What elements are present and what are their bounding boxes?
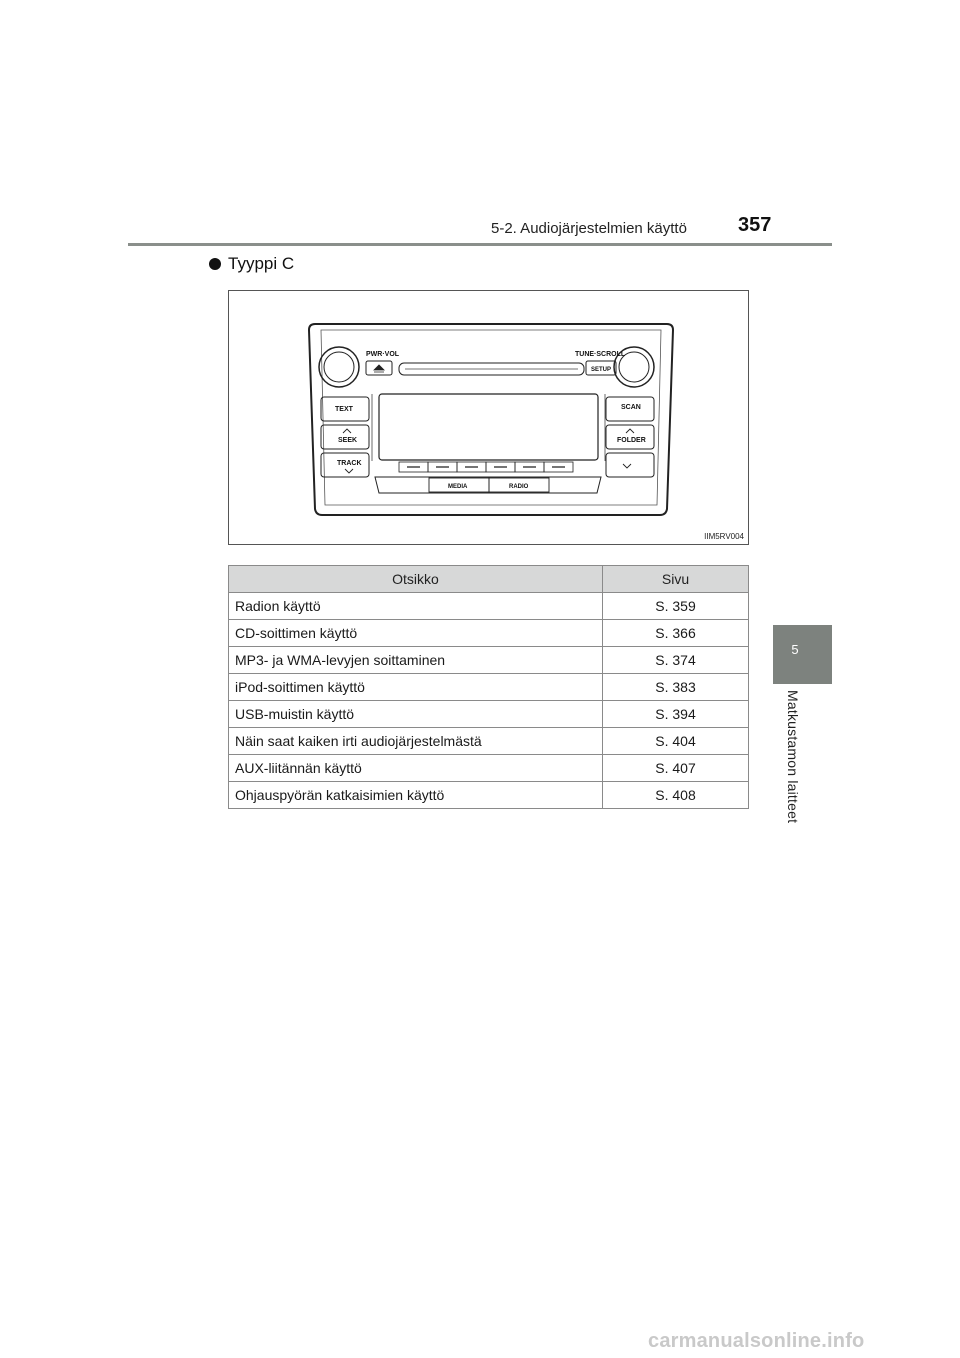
media-label: MEDIA <box>448 484 468 490</box>
folder-label: FOLDER <box>617 437 646 444</box>
track-down-icon <box>344 468 354 474</box>
header-page: Sivu <box>602 565 749 593</box>
page-number: 357 <box>738 214 772 236</box>
seek-up-icon <box>342 428 352 434</box>
folder-button[interactable] <box>605 424 655 450</box>
display-screen <box>378 393 599 461</box>
chapter-number: 5 <box>791 642 799 657</box>
pwr-vol-knob-icon <box>318 346 360 388</box>
chapter-tab: 5 <box>773 625 832 684</box>
header-rule <box>128 243 832 246</box>
row-page: S. 359 <box>602 592 749 620</box>
tune-scroll-knob-icon <box>613 346 655 388</box>
eject-icon <box>373 364 385 373</box>
row-title: iPod-soittimen käyttö <box>228 673 603 701</box>
tune-scroll-label: TUNE·SCROLL <box>575 351 626 358</box>
eject-button[interactable] <box>365 360 393 376</box>
row-title: Näin saat kaiken irti audiojärjestelmäst… <box>228 727 603 755</box>
audio-unit-figure: PWR·VOL TUNE·SCROLL SETUP TEXT SEEK TRAC… <box>228 290 749 545</box>
page-header-section: 5-2. Audiojärjestelmien käyttö <box>491 220 687 237</box>
setup-button[interactable] <box>585 360 617 376</box>
radio-label: RADIO <box>509 484 529 490</box>
row-title: Radion käyttö <box>228 592 603 620</box>
pwr-vol-label: PWR·VOL <box>366 351 400 358</box>
preset-buttons[interactable] <box>398 461 574 473</box>
text-label: TEXT <box>335 406 354 413</box>
radio-button[interactable] <box>488 477 550 493</box>
bezel-outline <box>307 323 675 516</box>
watermark: carmanualsonline.info <box>648 1330 865 1352</box>
audio-unit-illustration: PWR·VOL TUNE·SCROLL SETUP TEXT SEEK TRAC… <box>307 323 675 516</box>
row-title: MP3- ja WMA-levyjen soittaminen <box>228 646 603 674</box>
row-page: S. 404 <box>602 727 749 755</box>
figure-code: IIM5RV004 <box>704 532 744 541</box>
row-title: AUX-liitännän käyttö <box>228 754 603 782</box>
seek-label: SEEK <box>338 437 357 444</box>
folder-down-button[interactable] <box>605 452 655 478</box>
scan-button[interactable] <box>605 396 655 422</box>
subtitle: Tyyppi C <box>209 254 294 274</box>
row-page: S. 407 <box>602 754 749 782</box>
folder-up-icon <box>625 428 635 434</box>
text-button[interactable] <box>320 396 370 422</box>
row-page: S. 408 <box>602 781 749 809</box>
table-header-row: Otsikko Sivu <box>228 565 749 593</box>
row-page: S. 383 <box>602 673 749 701</box>
row-page: S. 374 <box>602 646 749 674</box>
table-row: Näin saat kaiken irti audiojärjestelmäst… <box>228 727 749 755</box>
header-title: Otsikko <box>228 565 603 593</box>
track-button[interactable] <box>320 452 370 478</box>
row-page: S. 366 <box>602 619 749 647</box>
setup-label: SETUP <box>591 367 611 373</box>
seek-button[interactable] <box>320 424 370 450</box>
row-title: USB-muistin käyttö <box>228 700 603 728</box>
row-page: S. 394 <box>602 700 749 728</box>
scan-label: SCAN <box>621 404 641 411</box>
chapter-title: Matkustamon laitteet <box>785 690 801 824</box>
cd-slot <box>398 362 585 376</box>
bullet-icon <box>209 258 221 270</box>
subtitle-text: Tyyppi C <box>228 254 295 273</box>
folder-down-icon <box>622 463 632 469</box>
row-title: CD-soittimen käyttö <box>228 619 603 647</box>
track-label: TRACK <box>337 460 362 467</box>
row-title: Ohjauspyörän katkaisimien käyttö <box>228 781 603 809</box>
bezel-inner <box>320 329 662 506</box>
